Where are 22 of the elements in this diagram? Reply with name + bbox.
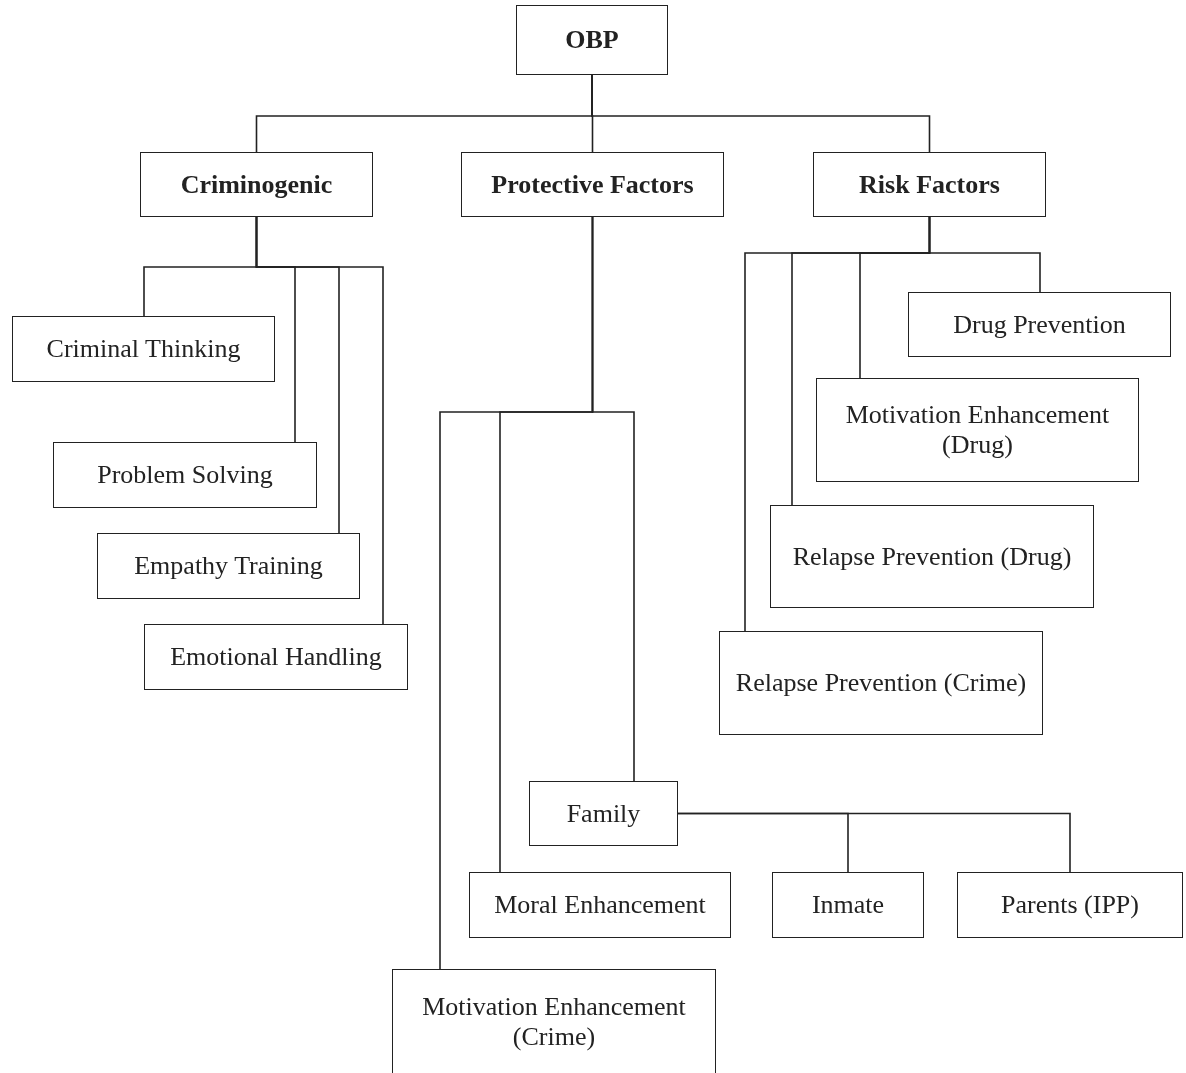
program-box: Inmate xyxy=(772,872,924,938)
connector-line xyxy=(591,74,931,153)
program-box: Drug Prevention xyxy=(908,292,1171,357)
connector-line xyxy=(591,216,635,782)
program-box: Moral Enhancement xyxy=(469,872,731,938)
program-box: Parents (IPP) xyxy=(957,872,1183,938)
program-box: Family xyxy=(529,781,678,846)
program-box: Criminal Thinking xyxy=(12,316,275,382)
program-box: Criminogenic xyxy=(140,152,373,217)
program-box: Empathy Training xyxy=(97,533,360,599)
connector-line xyxy=(928,216,1041,293)
program-box: Emotional Handling xyxy=(144,624,408,690)
program-box: Problem Solving xyxy=(53,442,317,508)
program-box: Relapse Prevention (Drug) xyxy=(770,505,1094,608)
connector-line xyxy=(255,216,384,625)
program-box: Motivation Enhancement (Drug) xyxy=(816,378,1139,482)
program-box: OBP xyxy=(516,5,668,75)
program-box: Risk Factors xyxy=(813,152,1046,217)
program-box: Relapse Prevention (Crime) xyxy=(719,631,1043,735)
program-box: Motivation Enhancement (Crime) xyxy=(392,969,716,1073)
program-box: Protective Factors xyxy=(461,152,724,217)
connector-line xyxy=(677,812,1071,873)
